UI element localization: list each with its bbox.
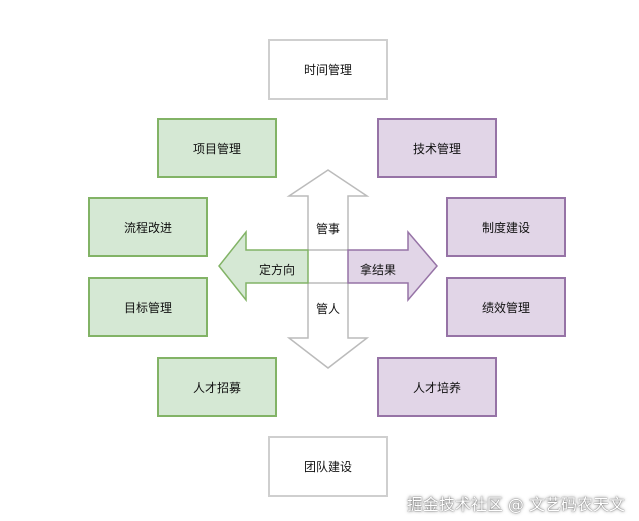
- box-team-building: 团队建设: [268, 436, 388, 497]
- box-process-improvement: 流程改进: [88, 197, 208, 257]
- box-tech-management: 技术管理: [377, 118, 497, 178]
- arrow-down-shape: [286, 282, 370, 369]
- watermark-text: 掘金技术社区 @ 文艺码农天文: [406, 495, 625, 514]
- box-performance-management: 绩效管理: [446, 277, 566, 337]
- box-talent-recruiting: 人才招募: [157, 357, 277, 417]
- arrow-right-shape: [347, 229, 438, 303]
- arrow-up-label: 管事: [316, 222, 341, 236]
- arrow-up-shape: [286, 169, 370, 251]
- arrow-down-label: 管人: [316, 302, 341, 316]
- arrow-right-label: 拿结果: [360, 263, 397, 277]
- box-time-management: 时间管理: [268, 39, 388, 100]
- box-project-management: 项目管理: [157, 118, 277, 178]
- box-talent-development: 人才培养: [377, 357, 497, 417]
- arrow-left-label: 定方向: [259, 263, 296, 277]
- box-goal-management: 目标管理: [88, 277, 208, 337]
- box-system-building: 制度建设: [446, 197, 566, 257]
- arrow-left-shape: [218, 229, 309, 303]
